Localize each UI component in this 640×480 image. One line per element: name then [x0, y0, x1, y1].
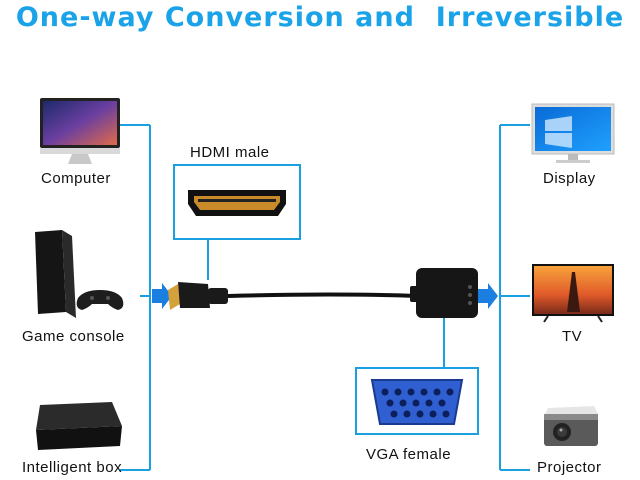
source-bracket: [120, 124, 151, 471]
tv-box-icon: [36, 402, 122, 450]
output-label-projector: Projector: [537, 459, 602, 476]
hdmi-plug-icon: [168, 282, 228, 310]
output-label-display: Display: [543, 170, 596, 187]
vga-adapter-icon: [410, 268, 478, 318]
display-monitor-icon: [531, 103, 615, 163]
projector-icon: [544, 406, 598, 446]
game-console-icon: [35, 230, 124, 318]
vga-label: VGA female: [366, 446, 452, 463]
output-arrow-icon: [478, 283, 498, 309]
hdmi-port-icon: [188, 190, 286, 216]
source-label-computer: Computer: [41, 170, 111, 187]
source-label-game-console: Game console: [22, 328, 125, 345]
title: One-way Conversion and Irreversible: [15, 2, 625, 33]
vga-port-icon: [370, 379, 464, 425]
computer-monitor-icon: [40, 98, 120, 164]
adapter-cable: [227, 292, 419, 298]
source-label-intelligent-box: Intelligent box: [22, 459, 123, 476]
output-bracket: [499, 124, 530, 471]
tv-icon: [532, 264, 614, 323]
output-label-tv: TV: [562, 328, 583, 345]
hdmi-label: HDMI male: [190, 144, 270, 161]
input-arrow-icon: [152, 283, 172, 309]
